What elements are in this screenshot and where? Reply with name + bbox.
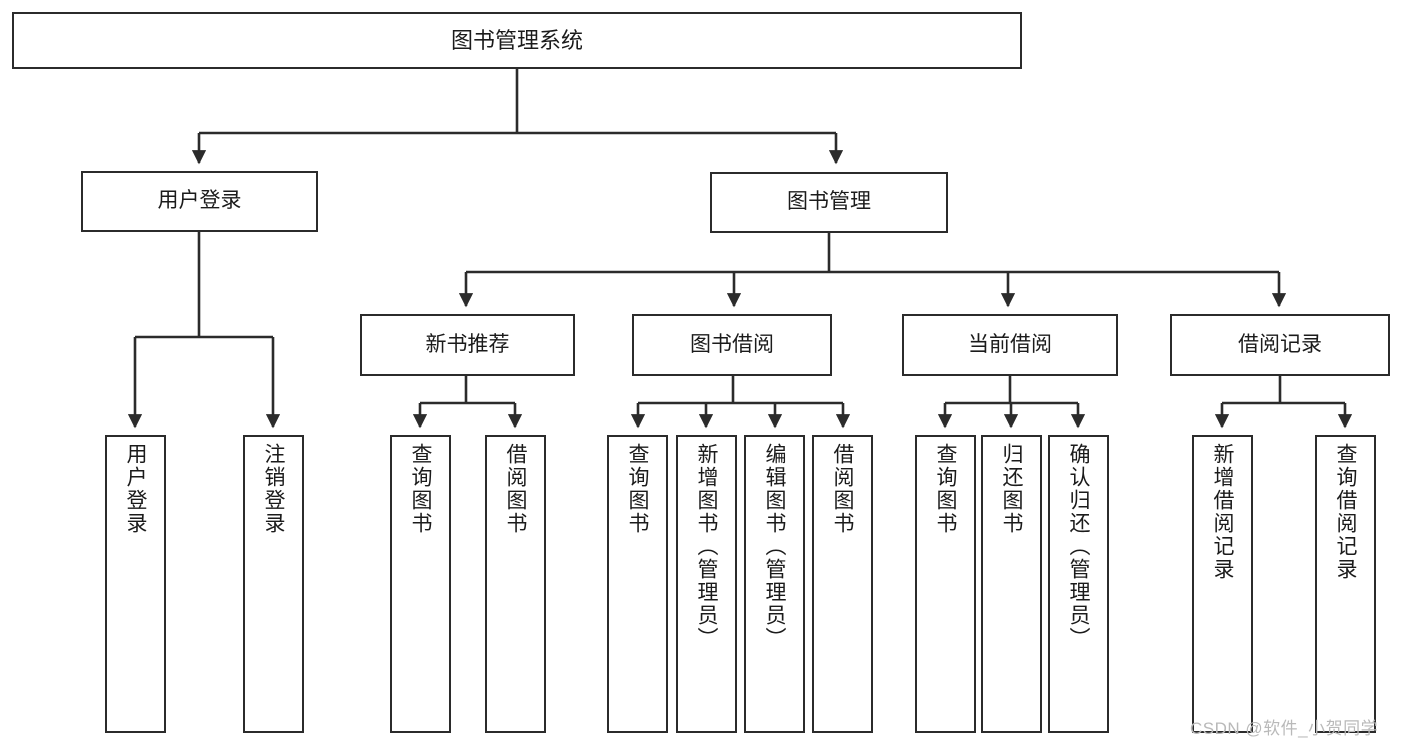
leaf-user-login-signin[interactable]: 用户登录 xyxy=(105,435,166,733)
leaf-record-query-record[interactable]: 查询借阅记录 xyxy=(1315,435,1376,733)
node-label: 借阅图书 xyxy=(831,443,854,535)
node-label: 查询图书 xyxy=(409,443,432,535)
leaf-borrow-add-book-admin[interactable]: 新增图书（管理员） xyxy=(676,435,737,733)
node-label: 图书管理系统 xyxy=(450,27,583,53)
node-book-borrow[interactable]: 图书借阅 xyxy=(632,314,832,376)
node-current-borrow[interactable]: 当前借阅 xyxy=(902,314,1118,376)
leaf-borrow-edit-book-admin[interactable]: 编辑图书（管理员） xyxy=(744,435,805,733)
node-label: 归还图书 xyxy=(1000,443,1023,535)
node-label: 查询图书 xyxy=(934,443,957,535)
leaf-borrow-query-book[interactable]: 查询图书 xyxy=(607,435,668,733)
node-label: 借阅记录 xyxy=(1238,332,1322,356)
node-book-management[interactable]: 图书管理 xyxy=(710,172,948,233)
leaf-recommend-query-book[interactable]: 查询图书 xyxy=(390,435,451,733)
node-user-login[interactable]: 用户登录 xyxy=(81,171,318,232)
node-root-system[interactable]: 图书管理系统 xyxy=(12,12,1022,69)
node-label: 查询借阅记录 xyxy=(1334,443,1357,581)
node-label: 查询图书 xyxy=(626,443,649,535)
node-label: 用户登录 xyxy=(124,443,147,535)
node-label: 新书推荐 xyxy=(425,332,510,356)
node-new-book-recommend[interactable]: 新书推荐 xyxy=(360,314,575,376)
leaf-user-login-signout[interactable]: 注销登录 xyxy=(243,435,304,733)
node-label: 借阅图书 xyxy=(504,443,527,535)
node-label: 确认归还（管理员） xyxy=(1067,443,1090,650)
node-label: 用户登录 xyxy=(157,189,242,213)
leaf-recommend-borrow-book[interactable]: 借阅图书 xyxy=(485,435,546,733)
node-borrow-record[interactable]: 借阅记录 xyxy=(1170,314,1390,376)
leaf-current-query-book[interactable]: 查询图书 xyxy=(915,435,976,733)
node-label: 编辑图书（管理员） xyxy=(763,443,786,650)
leaf-record-add-record[interactable]: 新增借阅记录 xyxy=(1192,435,1253,733)
node-label: 注销登录 xyxy=(262,443,285,535)
leaf-current-confirm-return-admin[interactable]: 确认归还（管理员） xyxy=(1048,435,1109,733)
node-label: 当前借阅 xyxy=(968,332,1052,356)
node-label: 图书借阅 xyxy=(690,332,774,356)
leaf-current-return-book[interactable]: 归还图书 xyxy=(981,435,1042,733)
node-label: 图书管理 xyxy=(787,190,871,214)
node-label: 新增借阅记录 xyxy=(1211,443,1234,581)
leaf-borrow-borrow-book[interactable]: 借阅图书 xyxy=(812,435,873,733)
node-label: 新增图书（管理员） xyxy=(695,443,718,650)
